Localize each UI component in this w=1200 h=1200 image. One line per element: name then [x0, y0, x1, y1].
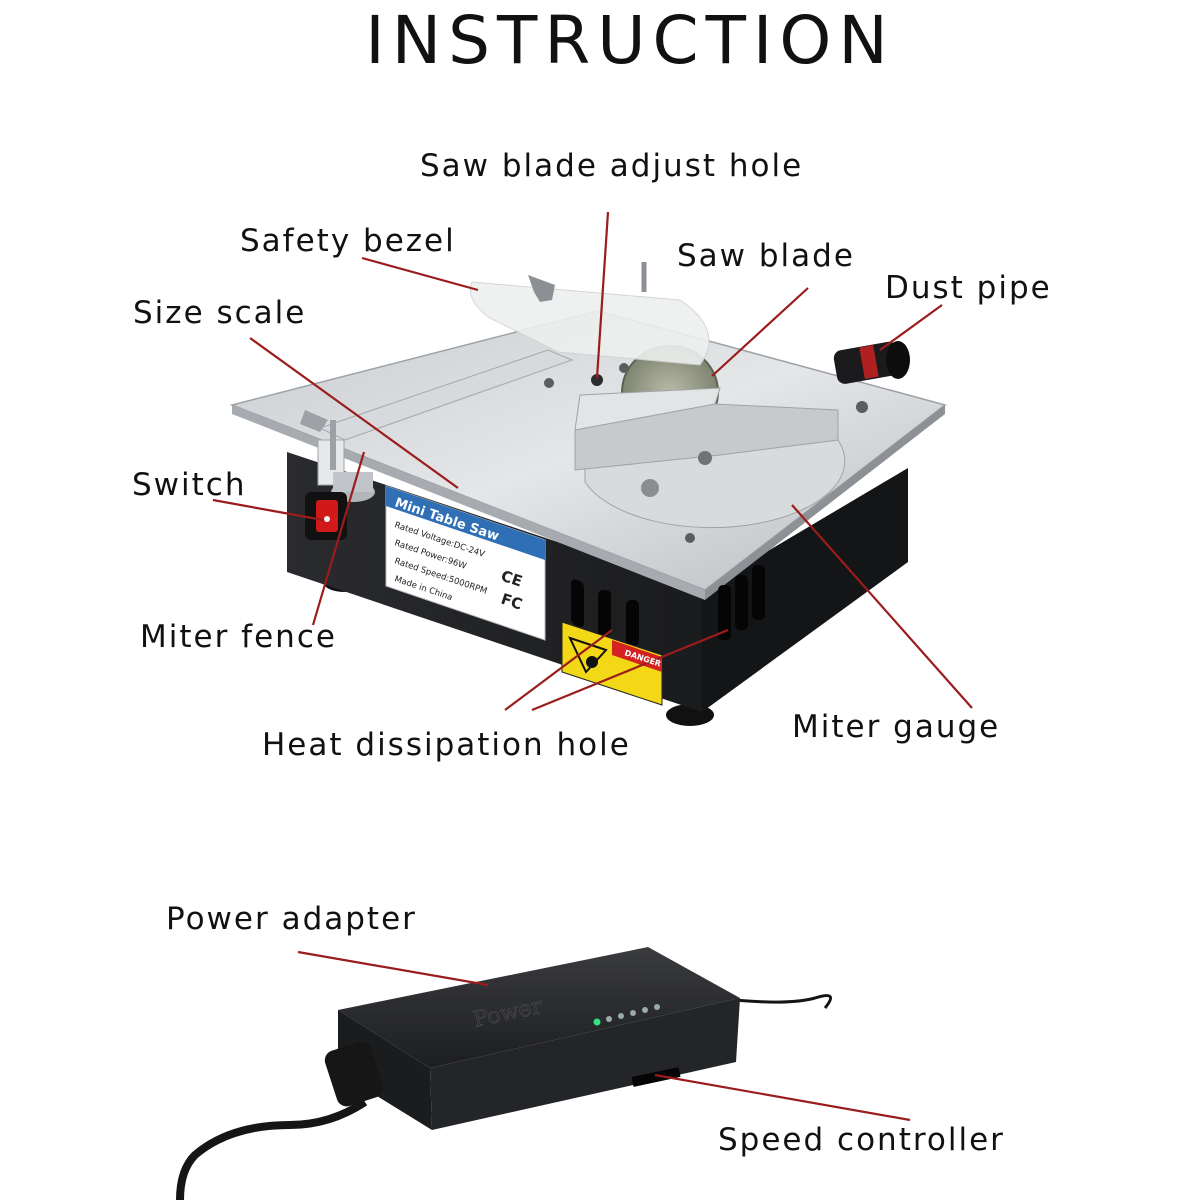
switch [305, 492, 347, 540]
label-switch: Switch [132, 467, 247, 503]
ac-cable [176, 1098, 368, 1200]
speed-slot [631, 1067, 681, 1087]
screw [544, 378, 554, 388]
screw [591, 374, 603, 386]
leader-safety-bezel [361, 256, 479, 292]
screw [856, 401, 868, 413]
table-saw [229, 262, 947, 726]
rip-fence-bar [318, 349, 574, 441]
ac-plug [324, 1041, 384, 1107]
label-saw-blade: Saw blade [677, 238, 855, 274]
label-power-adapter: Power adapter [166, 901, 417, 937]
screw [685, 533, 695, 543]
label-speed-controller: Speed controller [718, 1122, 1005, 1158]
leader-size-scale [249, 337, 459, 489]
leader-dust-pipe [879, 304, 943, 351]
page-title: INSTRUCTION [365, 2, 895, 79]
label-heat-dissipation-hole: Heat dissipation hole [262, 727, 631, 763]
leader-miter-fence [311, 451, 366, 626]
leader-saw-blade [711, 287, 809, 377]
safety-bezel [470, 262, 710, 366]
label-miter-gauge: Miter gauge [792, 709, 1001, 745]
leader-speed-controller [654, 1073, 911, 1122]
base-side [702, 468, 908, 712]
adapter-top [338, 947, 740, 1068]
power-adapter [176, 947, 833, 1200]
product-label [385, 485, 546, 641]
led-row [593, 1004, 660, 1026]
leader-miter-gauge [791, 504, 973, 709]
miter-gauge [574, 387, 846, 529]
leader-switch [212, 498, 324, 522]
label-dust-pipe: Dust pipe [885, 270, 1052, 306]
label-safety-bezel: Safety bezel [240, 223, 456, 259]
adapter-front [338, 1010, 432, 1130]
adapter-side [430, 998, 740, 1130]
leader-heat-hole-2 [531, 628, 729, 712]
table-plate-edge [705, 405, 945, 600]
leader-saw-blade-adjust-hole [595, 211, 610, 379]
leader-power-adapter [297, 950, 489, 987]
product-label-fc-mark: FC [499, 590, 525, 614]
product-label-ce-mark: CE [499, 567, 525, 591]
dc-cable [734, 994, 833, 1009]
label-size-scale: Size scale [133, 295, 307, 331]
dust-pipe [833, 341, 910, 384]
heat-vents [571, 565, 765, 646]
label-miter-fence: Miter fence [140, 619, 337, 655]
leader-heat-hole-1 [504, 629, 613, 711]
table-plate-edge [232, 405, 705, 600]
warning-sticker [561, 621, 663, 706]
label-saw-blade-adjust-hole: Saw blade adjust hole [420, 148, 804, 184]
